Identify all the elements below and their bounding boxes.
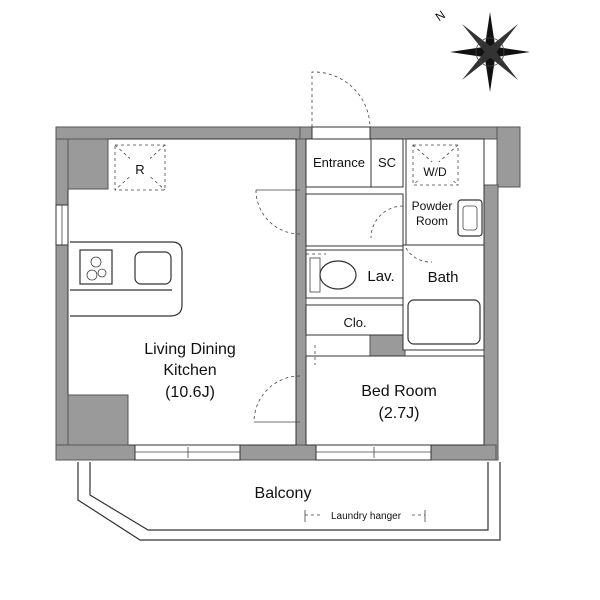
wd-label: W/D — [423, 165, 447, 179]
sink-icon — [134, 251, 172, 285]
entrance-area: Entrance SC — [305, 71, 404, 188]
clo-label: Clo. — [343, 315, 366, 330]
ldk-label-line1: Living Dining — [144, 341, 236, 358]
bedroom-size-label: (2.7J) — [379, 405, 420, 422]
bathroom: Bath — [402, 244, 485, 351]
balcony-label: Balcony — [255, 485, 312, 502]
sc-label: SC — [378, 155, 396, 170]
compass-north-label: N — [433, 8, 448, 24]
refrigerator-space: R — [114, 144, 166, 191]
ldk-size-label: (10.6J) — [165, 384, 215, 401]
compass-rose-icon: N — [433, 8, 530, 92]
lavatory: Lav. — [305, 249, 404, 299]
bedroom-window — [315, 444, 432, 461]
entrance-label: Entrance — [313, 155, 365, 170]
closet: Clo. — [305, 304, 404, 336]
stove-icon — [79, 249, 113, 285]
ldk-hall-door — [255, 189, 301, 235]
toilet-icon — [319, 260, 357, 290]
bedroom: Bed Room (2.7J) — [305, 345, 485, 446]
ldk-label-line2: Kitchen — [163, 362, 216, 379]
bathtub-icon — [407, 299, 481, 345]
bath-label: Bath — [428, 269, 459, 286]
bedroom-label: Bed Room — [361, 383, 437, 400]
powder-label-line2: Room — [416, 214, 448, 228]
kitchen-counter — [70, 241, 183, 317]
ldk-window — [134, 444, 241, 461]
balcony: Balcony Laundry hanger — [77, 462, 501, 541]
left-window — [55, 204, 69, 246]
hall — [305, 193, 404, 247]
washbasin-icon — [457, 199, 483, 237]
lav-label: Lav. — [367, 268, 394, 285]
refrigerator-label: R — [135, 162, 144, 177]
wd-powder-area: W/D Powder Room — [405, 138, 485, 246]
bedroom-door — [253, 375, 301, 423]
laundry-hanger-label: Laundry hanger — [331, 511, 402, 522]
powder-label-line1: Powder — [412, 199, 453, 213]
